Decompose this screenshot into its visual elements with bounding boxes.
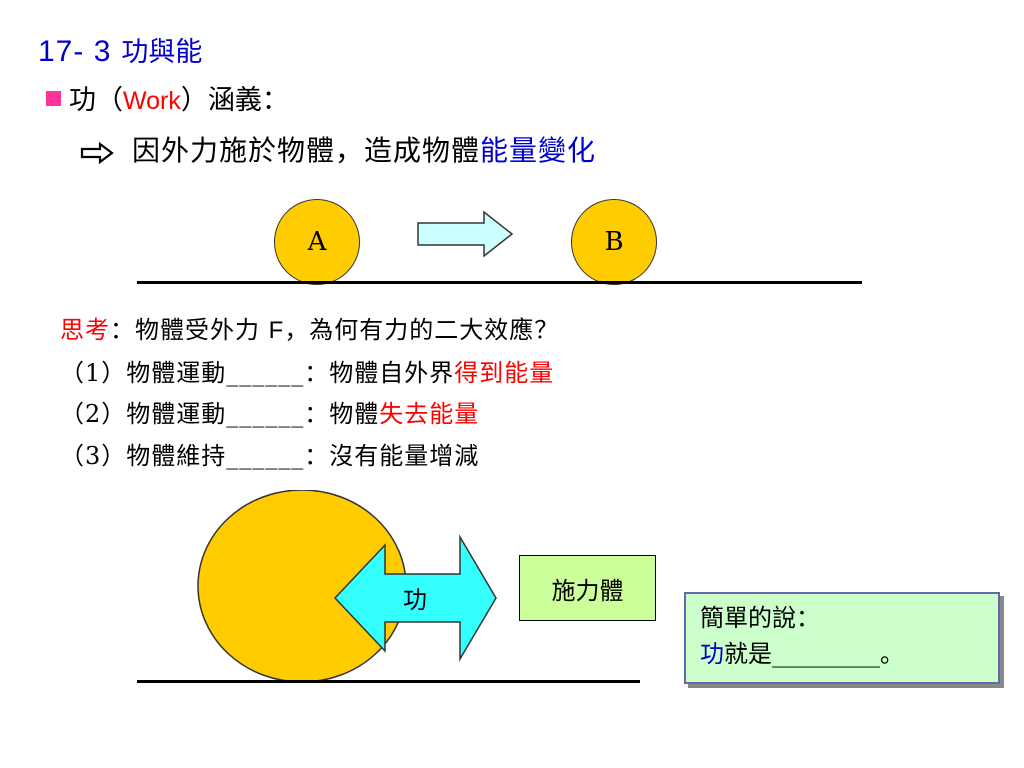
- think-item-highlight: 得到能量: [454, 359, 555, 387]
- definition-text: 因外力施於物體，造成物體: [132, 134, 481, 167]
- applier-label: 施力體: [551, 576, 624, 605]
- right-arrow-icon: [417, 210, 514, 258]
- think-item-prefix: （1）物體運動: [60, 359, 227, 387]
- slide-title: 17- 3 功與能: [38, 30, 202, 69]
- big-ball-with-arrow: [197, 490, 497, 683]
- fill-blank: ______: [226, 400, 305, 428]
- bullet-line: 功（Work）涵義：: [46, 78, 289, 117]
- definition-highlight: 能量變化: [480, 134, 597, 167]
- ball-a-label: A: [307, 227, 327, 257]
- square-bullet-icon: [46, 91, 61, 106]
- think-item-highlight: 失去能量: [379, 400, 480, 428]
- think-item: （1）物體運動______：物體自外界得到能量: [60, 353, 554, 388]
- think-item: （3）物體維持______：沒有能量增減: [60, 436, 479, 471]
- bullet-suffix: ）涵義：: [180, 85, 289, 116]
- fill-blank: ______: [226, 442, 305, 470]
- summary-work-word: 功: [700, 640, 724, 668]
- fill-blank: ______: [226, 359, 305, 387]
- force-letter: F: [268, 317, 285, 344]
- think-item-prefix: （3）物體維持: [60, 442, 227, 470]
- think-item: （2）物體運動______：物體失去能量: [60, 394, 479, 429]
- ball-b: B: [571, 199, 657, 285]
- summary-end: 。: [880, 640, 904, 668]
- think-question-post: ，為何有力的二大效應？: [284, 316, 560, 344]
- summary-line-2: 功就是_________。: [700, 636, 984, 672]
- arrow-label: 功: [403, 586, 427, 614]
- double-arrow-icon: [333, 534, 497, 662]
- work-word: Work: [123, 87, 181, 115]
- bullet-prefix: 功（: [69, 85, 123, 116]
- definition-line: 因外力施於物體，造成物體能量變化: [80, 129, 596, 169]
- summary-mid: 就是: [724, 640, 772, 668]
- think-item-desc: ：沒有能量增減: [304, 442, 480, 470]
- fill-blank: _________: [772, 640, 880, 668]
- title-text: 功與能: [121, 37, 203, 68]
- summary-box: 簡單的說： 功就是_________。: [684, 592, 1000, 684]
- ball-b-label: B: [604, 227, 624, 257]
- think-item-desc: ：物體自外界: [304, 359, 455, 387]
- think-question-pre: ：物體受外力: [110, 316, 260, 344]
- think-label: 思考: [60, 316, 110, 344]
- title-number: 17- 3: [38, 35, 112, 68]
- think-item-desc: ：物體: [304, 400, 380, 428]
- applier-box: 施力體: [519, 555, 656, 621]
- hollow-right-arrow-icon: [80, 141, 114, 164]
- think-question: 思考：物體受外力 F，為何有力的二大效應？: [60, 310, 559, 345]
- think-item-prefix: （2）物體運動: [60, 400, 227, 428]
- ground-line-top: [137, 281, 862, 284]
- summary-line-1: 簡單的說：: [700, 604, 820, 632]
- ball-a: A: [274, 199, 360, 285]
- ground-line-bottom: [137, 680, 640, 683]
